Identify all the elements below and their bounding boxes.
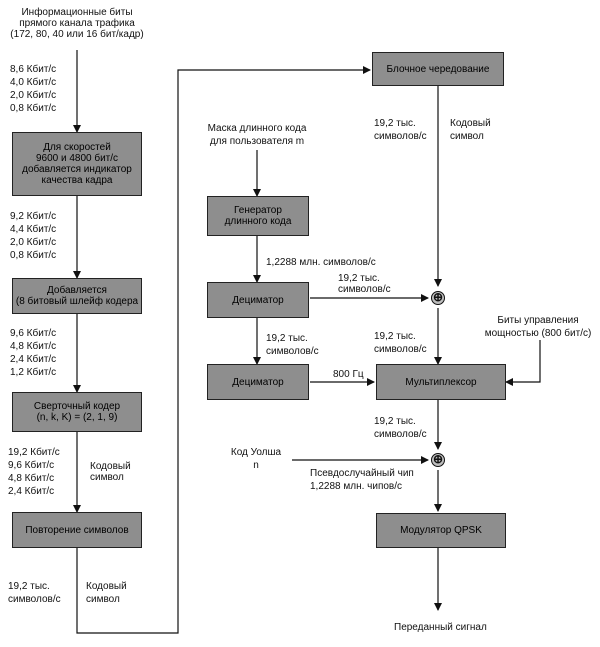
- multiplexer-box: Мультиплексор: [376, 364, 506, 400]
- pn-chip-label: Псевдослучайный чип 1,2288 млн. чипов/с: [310, 467, 414, 493]
- info-bits-line: (172, 80, 40 или 16 бит/кадр): [10, 29, 144, 40]
- rate-label: 2,4 Кбит/с: [10, 354, 57, 365]
- rate-label: 0,8 Кбит/с: [10, 103, 57, 114]
- rates-block-2: 9,2 Кбит/с 4,4 Кбит/с 2,0 Кбит/с 0,8 Кби…: [10, 210, 56, 262]
- mask-line: Маска длинного кода: [207, 123, 307, 134]
- code-symbol-line: Кодовый: [450, 118, 491, 129]
- power-bits-line: Биты управления: [497, 315, 579, 326]
- rate-label: 19,2 тыс.: [266, 333, 308, 344]
- rate-label: 0,8 Кбит/с: [10, 250, 57, 261]
- rate-label: 2,0 Кбит/с: [10, 90, 57, 101]
- code-symbol-label-2: Кодовый символ: [86, 580, 127, 606]
- rate-label: символов/с: [8, 594, 61, 605]
- long-code-generator-box: Генератор длинного кода: [207, 196, 309, 236]
- convolutional-encoder-box: Сверточный кодер (n, k, K) = (2, 1, 9): [12, 392, 142, 432]
- block-interleaver-box: Блочное чередование: [372, 52, 504, 86]
- box-label: Добавляется: [47, 285, 107, 296]
- symbol-rate-label-b: 19,2 тыс. символов/с: [338, 273, 391, 295]
- code-symbol-line: Кодовый: [90, 461, 131, 472]
- long-code-mask-label: Маска длинного кода для пользователя m: [198, 122, 316, 148]
- frame-quality-box: Для скоростей 9600 и 4800 бит/с добавляе…: [12, 132, 142, 196]
- box-label: Дециматор: [232, 376, 284, 388]
- box-label: Повторение символов: [25, 524, 129, 536]
- walsh-code-label: Код Уолша n: [216, 446, 296, 472]
- rate-label: 4,0 Кбит/с: [10, 77, 57, 88]
- power-bits-line: мощностью (800 бит/с): [484, 328, 592, 339]
- symbol-rate-label-c: 19,2 тыс. символов/с: [266, 332, 319, 358]
- box-label: Сверточный кодер: [33, 401, 121, 412]
- rates-block-3: 9,6 Кбит/с 4,8 Кбит/с 2,4 Кбит/с 1,2 Кби…: [10, 327, 56, 379]
- rate-label: символов/с: [266, 346, 319, 357]
- rate-label: символов/с: [374, 344, 427, 355]
- code-symbol-line: символ: [450, 131, 484, 142]
- rate-label: 19,2 тыс.: [374, 331, 416, 342]
- rate-label: 9,6 Кбит/с: [8, 460, 55, 471]
- power-control-bits-label: Биты управления мощностью (800 бит/с): [479, 314, 597, 340]
- rate-label: 1,2 Кбит/с: [10, 367, 57, 378]
- box-label: Дециматор: [232, 294, 284, 306]
- rate-label: 19,2 тыс.: [374, 118, 416, 129]
- walsh-line: Код Уолша: [230, 447, 282, 458]
- rate-label: символов/с: [374, 429, 427, 440]
- rate-label: 19,2 тыс.: [338, 273, 380, 284]
- box-label: (8 битовый шлейф кодера: [15, 296, 139, 307]
- xor-adder-1: ⊕: [431, 290, 445, 305]
- rate-label: 2,0 Кбит/с: [10, 237, 57, 248]
- box-label: добавляется индикатор: [22, 164, 132, 175]
- rates-block-1: 8,6 Кбит/с 4,0 Кбит/с 2,0 Кбит/с 0,8 Кби…: [10, 63, 56, 115]
- box-label: (n, k, K) = (2, 1, 9): [36, 412, 118, 423]
- rate-label: 19,2 тыс.: [8, 581, 50, 592]
- rates-block-4: 19,2 Кбит/с 9,6 Кбит/с 4,8 Кбит/с 2,4 Кб…: [8, 446, 60, 498]
- symbol-rate-label-a: 19,2 тыс. символов/с: [374, 117, 427, 143]
- chip-rate-label: 1,2288 млн. символов/с: [266, 257, 376, 268]
- output-signal-label: Переданный сигнал: [394, 622, 487, 633]
- walsh-line: n: [253, 460, 259, 471]
- symbol-rate-label-d: 19,2 тыс. символов/с: [374, 330, 427, 356]
- pn-line: Псевдослучайный чип: [310, 468, 414, 479]
- rate-label: 4,8 Кбит/с: [10, 341, 57, 352]
- info-bits-line: прямого канала трафика: [19, 18, 135, 29]
- box-label: Для скоростей: [43, 142, 111, 153]
- box-label: Мультиплексор: [405, 376, 477, 388]
- symbol-rate-label-5: 19,2 тыс. символов/с: [8, 580, 61, 606]
- rate-label: 9,2 Кбит/с: [10, 211, 57, 222]
- rate-label: 4,4 Кбит/с: [10, 224, 57, 235]
- box-label: Генератор: [234, 205, 282, 216]
- box-label: Блочное чередование: [386, 63, 490, 75]
- info-bits-label: Информационные биты прямого канала трафи…: [4, 7, 150, 40]
- tail-bits-box: Добавляется (8 битовый шлейф кодера: [12, 278, 142, 314]
- rate-label: 8,6 Кбит/с: [10, 64, 57, 75]
- mask-line: для пользователя m: [209, 136, 305, 147]
- rate-label: символов/с: [374, 131, 427, 142]
- frequency-label: 800 Гц: [333, 369, 364, 380]
- qpsk-modulator-box: Модулятор QPSK: [376, 513, 506, 548]
- pn-line: 1,2288 млн. чипов/с: [310, 481, 403, 492]
- code-symbol-line: символ: [86, 594, 120, 605]
- box-label: длинного кода: [224, 216, 292, 227]
- rate-label: 2,4 Кбит/с: [8, 486, 55, 497]
- box-label: качества кадра: [41, 175, 113, 186]
- rate-label: 9,6 Кбит/с: [10, 328, 57, 339]
- code-symbol-label-1: Кодовый символ: [90, 461, 131, 483]
- xor-adder-2: ⊕: [431, 452, 445, 467]
- info-bits-line: Информационные биты: [21, 7, 133, 18]
- rate-label: 19,2 Кбит/с: [8, 447, 60, 458]
- code-symbol-line: Кодовый: [86, 581, 127, 592]
- box-label: Модулятор QPSK: [400, 525, 482, 536]
- symbol-repetition-box: Повторение символов: [12, 512, 142, 548]
- rate-label: символов/с: [338, 284, 391, 295]
- box-label: 9600 и 4800 бит/с: [35, 153, 119, 164]
- rate-label: 4,8 Кбит/с: [8, 473, 55, 484]
- decimator-2-box: Дециматор: [207, 364, 309, 400]
- decimator-1-box: Дециматор: [207, 282, 309, 318]
- code-symbol-label-3: Кодовый символ: [450, 117, 491, 143]
- code-symbol-line: символ: [90, 472, 124, 483]
- rate-label: 19,2 тыс.: [374, 416, 416, 427]
- symbol-rate-label-e: 19,2 тыс. символов/с: [374, 415, 427, 441]
